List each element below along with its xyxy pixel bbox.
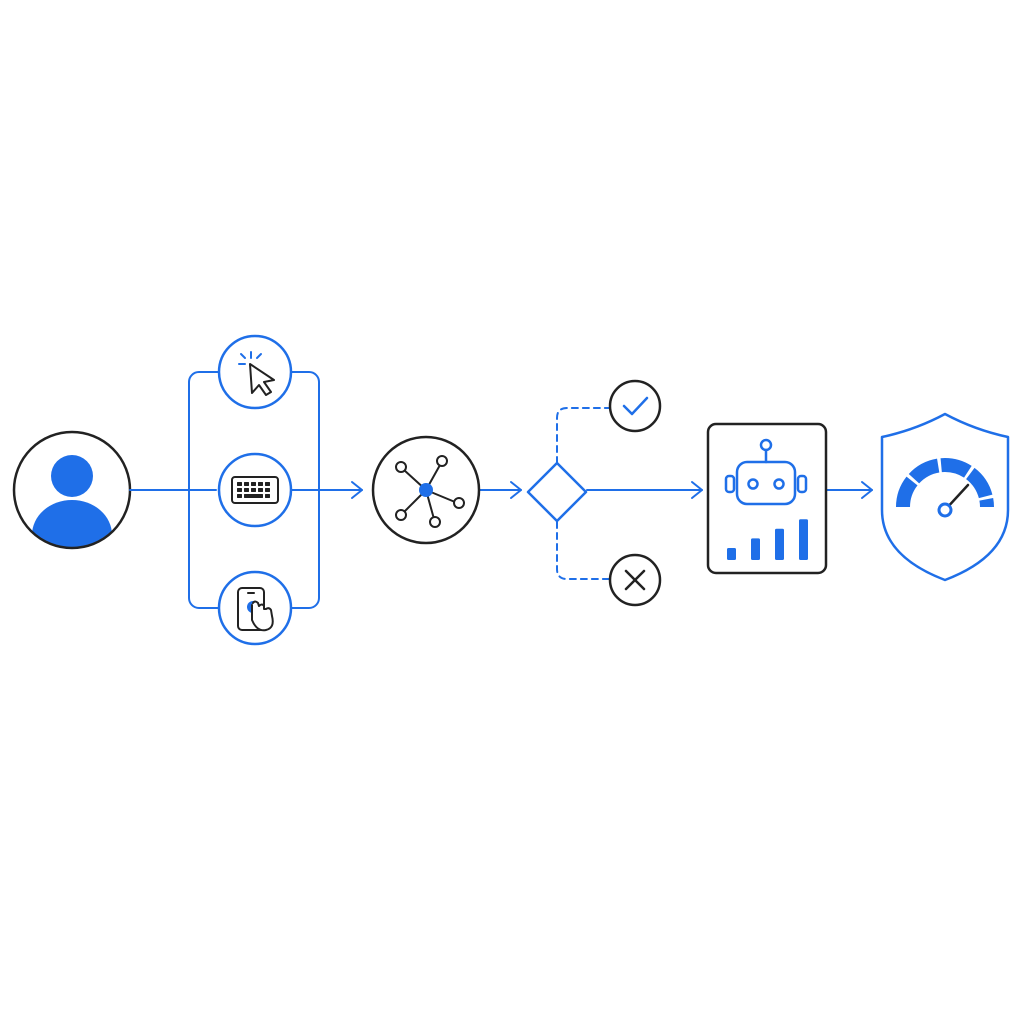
analytics-panel: [706, 422, 828, 575]
user-body: [32, 500, 112, 547]
gauge-arc: [896, 458, 994, 508]
rejected-node: [608, 553, 662, 607]
shield-gauge-icon: [896, 458, 994, 518]
keyboard-icon: [231, 476, 279, 504]
input-click-ring: [217, 334, 293, 410]
arrowhead-security: [861, 481, 873, 499]
robot-ear-right: [796, 474, 808, 494]
touch-phone-icon: [237, 587, 274, 632]
decision-diamond-icon: [526, 461, 588, 523]
hub-satellites: [395, 455, 465, 528]
input-touch-node: [217, 570, 293, 646]
approved-node: [608, 379, 662, 433]
click-rays: [238, 351, 262, 365]
hub-ring: [371, 435, 481, 545]
arrowhead-hub: [351, 481, 363, 499]
analytics-bar: [775, 528, 784, 560]
hub-center-dot: [419, 483, 433, 497]
input-click-node: [217, 334, 293, 410]
user-avatar-icon: [32, 455, 112, 547]
robot-eye-left: [747, 478, 759, 490]
finger: [251, 600, 274, 632]
cross-icon: [624, 569, 646, 591]
network-hub-icon: [395, 455, 465, 528]
analytics-bar: [799, 519, 808, 560]
analytics-bar: [751, 538, 760, 560]
shield-outline: [880, 412, 1010, 582]
dashed-branch-rejected: [556, 521, 610, 580]
analytics-bar: [727, 548, 736, 560]
keyboard-keys: [237, 482, 270, 498]
robot-eye-right: [773, 478, 785, 490]
robot-analytics-icon: [724, 438, 808, 506]
user-head: [51, 455, 93, 497]
robot-ear-left: [724, 474, 736, 494]
robot-head: [735, 460, 797, 506]
mouse-click-icon: [238, 351, 275, 396]
analytics-bar-chart: [727, 519, 808, 560]
gauge-pivot: [937, 502, 953, 518]
input-keyboard-node: [217, 452, 293, 528]
analytics-node: [706, 422, 828, 575]
robot-antenna-tip: [759, 438, 773, 452]
dashed-branch-approved: [556, 407, 610, 464]
cursor-arrow: [249, 363, 275, 396]
decision-node: [526, 461, 588, 523]
rejected-ring: [608, 553, 662, 607]
security-node: [880, 412, 1010, 582]
approved-ring: [608, 379, 662, 433]
arrowhead-decision: [510, 481, 522, 499]
arrowhead-analytics: [691, 481, 703, 499]
keyboard-body: [231, 476, 279, 504]
user-node: [12, 430, 132, 550]
checkmark-icon: [622, 396, 649, 416]
hub-node: [371, 435, 481, 545]
